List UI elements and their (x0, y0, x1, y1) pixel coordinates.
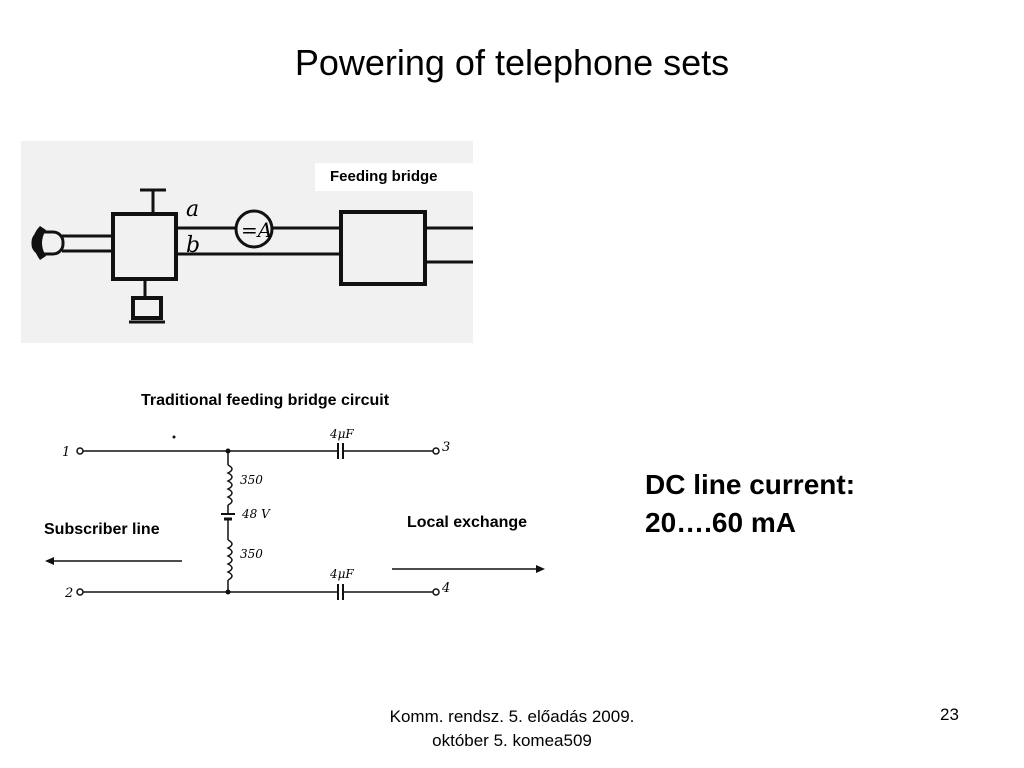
subscriber-line-label: Subscriber line (44, 521, 160, 538)
capacitor-top-label: 4μF (329, 427, 354, 441)
terminal-4-label: 4 (441, 581, 450, 596)
terminal-2 (76, 588, 84, 596)
terminal-4 (432, 588, 440, 596)
terminal-3 (432, 447, 440, 455)
footer-line-1: Komm. rendsz. 5. előadás 2009. (389, 707, 635, 726)
feeding-bridge-box (339, 210, 427, 286)
terminal-2-label: 2 (64, 586, 73, 601)
wire-a-label: a (186, 197, 199, 222)
terminal-1 (76, 447, 84, 455)
coil-bottom (226, 539, 233, 581)
ammeter-label: =A (241, 218, 272, 242)
handset-body (31, 230, 65, 256)
terminal-1-label: 1 (62, 445, 70, 460)
dc-line-current-heading: DC line current: (645, 469, 856, 500)
dc-line-current: DC line current: 20….60 mA (645, 466, 855, 542)
footer: Komm. rendsz. 5. előadás 2009. október 5… (0, 705, 1024, 753)
coil-bottom-label: 350 (240, 547, 263, 561)
footer-line-2: október 5. komea509 (432, 731, 592, 750)
bottom-device (131, 296, 163, 320)
subscriber-arrow-head (45, 557, 54, 565)
coil-top (226, 464, 233, 506)
slide-title: Powering of telephone sets (294, 42, 730, 83)
feeding-bridge-label: Feeding bridge (315, 163, 475, 191)
capacitor-bottom-label: 4μF (329, 567, 354, 581)
dc-line-current-value: 20….60 mA (645, 507, 796, 538)
terminal-3-label: 3 (442, 440, 450, 455)
wire-b-label: b (186, 233, 200, 258)
battery-label: 48 V (241, 507, 271, 521)
local-exchange-label: Local exchange (407, 514, 528, 531)
exchange-arrow-head (536, 565, 545, 573)
circuit-title: Traditional feeding bridge circuit (141, 392, 390, 409)
page-number: 23 (940, 705, 959, 724)
coil-top-label: 350 (240, 473, 263, 487)
